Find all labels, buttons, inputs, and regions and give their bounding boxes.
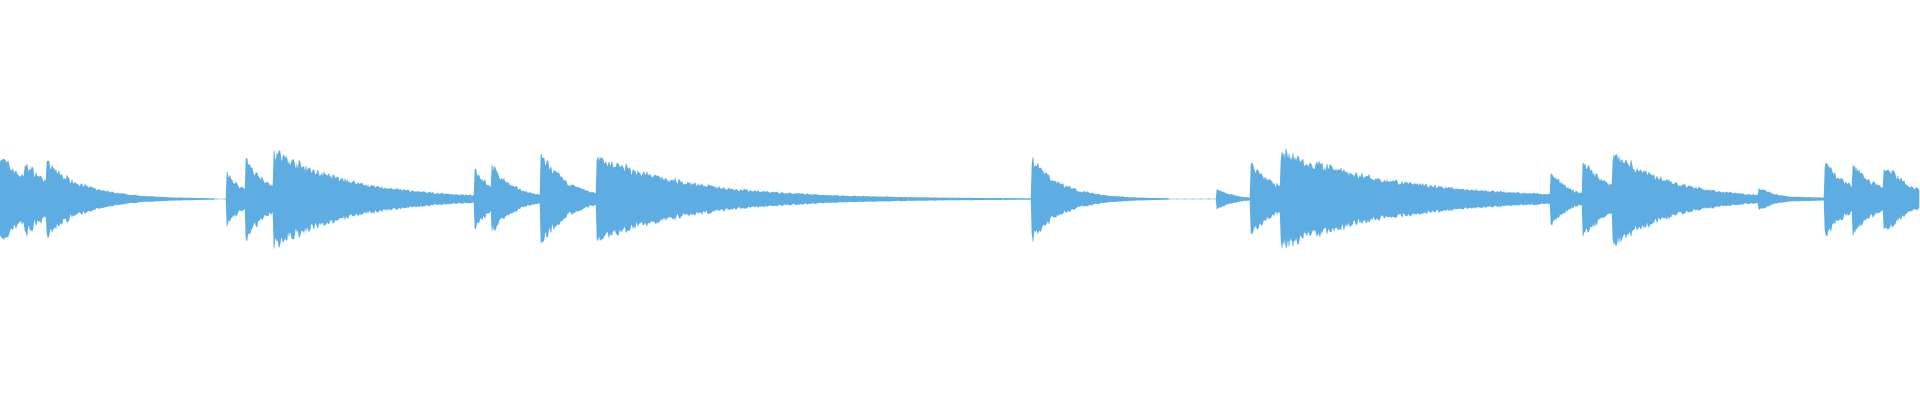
waveform-shape <box>0 148 1920 249</box>
